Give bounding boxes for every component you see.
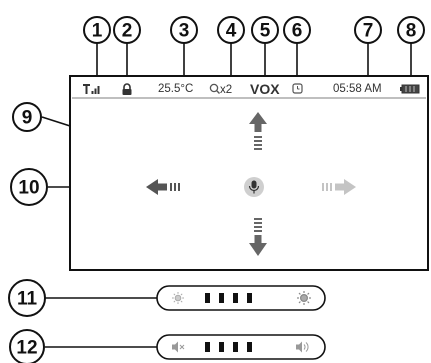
callout-5-label: 5 xyxy=(260,21,271,42)
speaker-loud-icon xyxy=(296,341,309,353)
magnifier-icon xyxy=(209,83,220,94)
brightness-level-ticks xyxy=(205,293,252,303)
signal-icon xyxy=(83,84,100,94)
vox-indicator: VOX xyxy=(250,81,280,97)
callout-3-label: 3 xyxy=(179,21,190,42)
callout-7-label: 7 xyxy=(363,21,374,42)
volume-level-ticks xyxy=(205,342,252,352)
callout-6: 6 xyxy=(283,16,311,44)
arrow-left-icon xyxy=(146,179,180,195)
callout-3: 3 xyxy=(170,16,198,44)
callout-10-label: 10 xyxy=(18,178,39,199)
lock-icon xyxy=(122,83,132,95)
callout-8-label: 8 xyxy=(406,21,417,42)
volume-tick xyxy=(233,342,238,352)
microphone-icon xyxy=(244,177,264,197)
screen-frame xyxy=(69,75,429,271)
callout-9-label: 9 xyxy=(22,108,33,129)
clock-icon xyxy=(292,83,303,94)
callout-8: 8 xyxy=(397,16,425,44)
speaker-mute-icon xyxy=(172,341,185,353)
callout-4-label: 4 xyxy=(226,21,237,42)
callout-2-label: 2 xyxy=(122,21,133,42)
brightness-tick xyxy=(205,293,210,303)
callout-11: 11 xyxy=(8,279,46,317)
callout-1-label: 1 xyxy=(92,21,103,42)
callout-10: 10 xyxy=(10,168,48,206)
callout-4: 4 xyxy=(217,16,245,44)
callout-7: 7 xyxy=(354,16,382,44)
callout-9: 9 xyxy=(12,102,42,132)
sun-dim-icon xyxy=(172,292,184,304)
brightness-tick xyxy=(247,293,252,303)
volume-tick xyxy=(219,342,224,352)
battery-icon xyxy=(400,84,420,94)
brightness-tick xyxy=(233,293,238,303)
callout-11-label: 11 xyxy=(17,289,38,310)
callout-12: 12 xyxy=(9,329,45,363)
brightness-bar xyxy=(156,285,326,311)
volume-bar xyxy=(156,334,326,360)
callout-12-label: 12 xyxy=(16,338,37,359)
temperature-readout: 25.5°C xyxy=(158,83,193,95)
clock-time: 05:58 AM xyxy=(333,83,382,95)
brightness-tick xyxy=(219,293,224,303)
arrow-up-icon xyxy=(249,112,267,150)
status-bar: 25.5°C x2 VOX 05:58 AM xyxy=(83,81,420,97)
volume-tick xyxy=(247,342,252,352)
arrow-down-icon xyxy=(249,218,267,256)
zoom-level: x2 xyxy=(220,84,232,96)
sun-bright-icon xyxy=(297,291,311,305)
volume-tick xyxy=(205,342,210,352)
callout-5: 5 xyxy=(251,16,279,44)
arrow-right-icon xyxy=(322,179,356,195)
callout-1: 1 xyxy=(83,16,111,44)
callout-6-label: 6 xyxy=(292,21,303,42)
callout-2: 2 xyxy=(113,16,141,44)
